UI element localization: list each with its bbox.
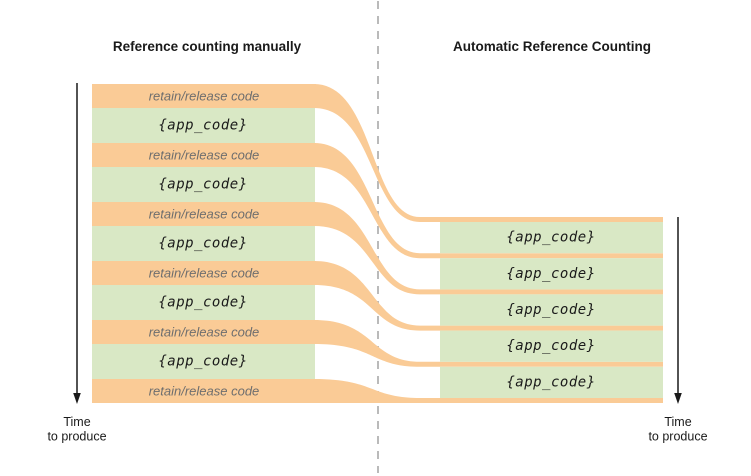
app-code-bar: [92, 226, 315, 261]
time-label-line2: to produce: [47, 430, 106, 444]
right-title: Automatic Reference Counting: [453, 39, 651, 54]
app-code-label: {app_code}: [158, 236, 247, 252]
retain-release-label: retain/release code: [149, 207, 260, 222]
retain-release-labels: retain/release code retain/release code …: [149, 89, 260, 399]
time-label-line2: to produce: [648, 430, 707, 444]
app-code-bar: [440, 330, 663, 362]
app-code-label: {app_code}: [506, 302, 595, 318]
right-arrow-head-icon: [674, 393, 682, 404]
app-code-label: {app_code}: [506, 338, 595, 354]
arc-green-bars: [440, 222, 663, 398]
app-code-bar: [92, 344, 315, 379]
app-code-bar: [440, 258, 663, 290]
app-code-bar: [440, 366, 663, 398]
app-code-label: {app_code}: [158, 295, 247, 311]
retain-release-bar: [92, 379, 316, 403]
retain-release-label: retain/release code: [149, 384, 260, 399]
ribbon-6: [314, 379, 663, 403]
time-label-line1: Time: [63, 415, 90, 429]
time-label-line1: Time: [664, 415, 691, 429]
ribbon-group: [314, 84, 663, 403]
retain-release-bar: [92, 320, 316, 344]
retain-release-bar: [92, 261, 316, 285]
right-time-axis-label: Time to produce: [648, 415, 707, 444]
app-code-label: {app_code}: [506, 374, 595, 390]
app-code-bar: [92, 167, 315, 202]
left-title: Reference counting manually: [113, 39, 302, 54]
manual-green-bars: [92, 108, 315, 379]
app-code-label: {app_code}: [158, 177, 247, 193]
ribbon-5: [314, 320, 663, 367]
app-code-label: {app_code}: [158, 354, 247, 370]
app-code-bar: [440, 222, 663, 254]
app-code-bar: [440, 294, 663, 326]
app-code-bar: [92, 108, 315, 143]
manual-orange-bars: [92, 84, 316, 403]
retain-release-bar: [92, 143, 316, 167]
left-arrow-head-icon: [73, 393, 81, 404]
retain-release-label: retain/release code: [149, 325, 260, 340]
retain-release-label: retain/release code: [149, 89, 260, 104]
retain-release-label: retain/release code: [149, 266, 260, 281]
left-time-axis-label: Time to produce: [47, 415, 106, 444]
retain-release-bar: [92, 202, 316, 226]
right-time-arrow: [674, 217, 682, 404]
manual-app-code-labels: {app_code} {app_code} {app_code} {app_co…: [158, 118, 247, 370]
retain-release-label: retain/release code: [149, 148, 260, 163]
app-code-label: {app_code}: [158, 118, 247, 134]
retain-release-bar: [92, 84, 316, 108]
left-time-arrow: [73, 83, 81, 404]
arc-app-code-labels: {app_code} {app_code} {app_code} {app_co…: [506, 230, 595, 391]
app-code-label: {app_code}: [506, 230, 595, 246]
app-code-label: {app_code}: [506, 266, 595, 282]
app-code-bar: [92, 285, 315, 320]
